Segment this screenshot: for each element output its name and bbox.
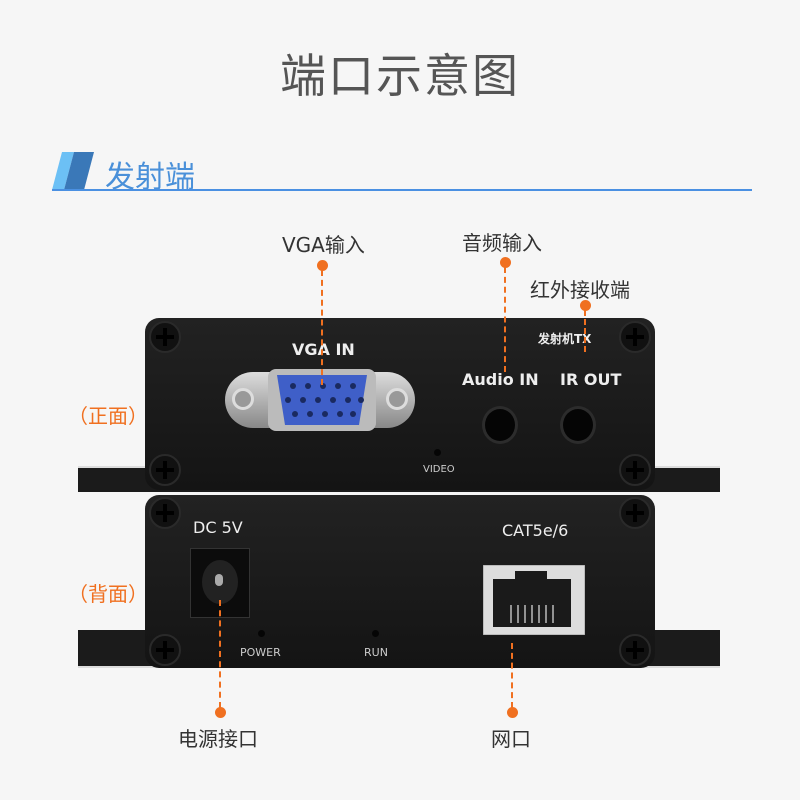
power-label: POWER	[240, 646, 281, 659]
callout-line	[504, 267, 506, 372]
callout-dot	[215, 707, 226, 718]
vga-screw-right	[386, 388, 408, 410]
screw-icon	[149, 497, 181, 529]
screw-icon	[149, 634, 181, 666]
screw-icon	[149, 321, 181, 353]
vga-screw-left	[232, 388, 254, 410]
audio-in-label: Audio IN	[462, 370, 539, 389]
dc-label: DC 5V	[193, 518, 243, 537]
cat-label: CAT5e/6	[502, 521, 569, 540]
run-label: RUN	[364, 646, 388, 659]
callout-line	[584, 310, 586, 352]
callout-line	[511, 643, 513, 708]
callout-dot	[317, 260, 328, 271]
callout-line	[219, 600, 221, 708]
vga-port-icon	[277, 375, 367, 425]
section-divider	[52, 189, 752, 191]
section-bar-icon	[52, 152, 94, 190]
callout-dot	[507, 707, 518, 718]
ir-out-label: IR OUT	[560, 370, 622, 389]
callout-ir: 红外接收端	[530, 278, 630, 302]
screw-icon	[619, 497, 651, 529]
callout-dot	[500, 257, 511, 268]
ir-jack	[560, 406, 596, 444]
screw-icon	[619, 634, 651, 666]
rj45-port-icon	[483, 565, 585, 635]
callout-network: 网口	[491, 727, 531, 751]
screw-icon	[619, 321, 651, 353]
model-label: 发射机TX	[538, 332, 592, 346]
audio-jack	[482, 406, 518, 444]
video-label: VIDEO	[423, 464, 455, 475]
callout-vga: VGA输入	[282, 233, 365, 257]
callout-dot	[580, 300, 591, 311]
run-led	[372, 630, 379, 637]
vga-in-label: VGA IN	[292, 340, 355, 359]
front-side-label: （正面）	[68, 404, 148, 428]
page-title: 端口示意图	[280, 49, 520, 103]
back-side-label: （背面）	[68, 582, 148, 606]
dc-pin	[215, 574, 223, 586]
callout-power: 电源接口	[178, 727, 258, 751]
callout-audio: 音频输入	[462, 231, 542, 255]
video-led	[434, 449, 441, 456]
power-led	[258, 630, 265, 637]
callout-line	[321, 270, 323, 385]
screw-icon	[619, 454, 651, 486]
screw-icon	[149, 454, 181, 486]
